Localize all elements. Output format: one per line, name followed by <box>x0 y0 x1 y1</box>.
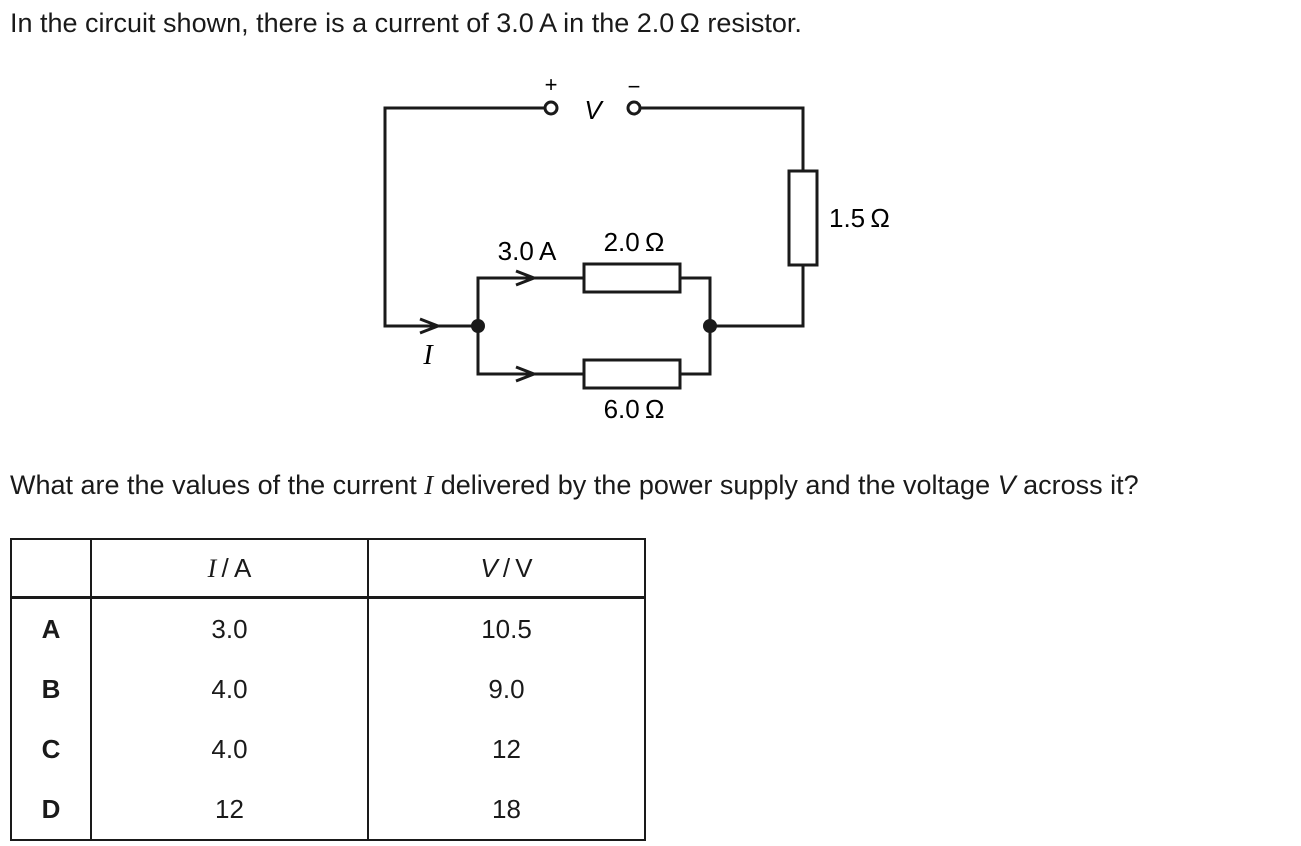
header-voltage: V / V <box>367 538 646 599</box>
option-current-value: 4.0 <box>90 659 369 719</box>
option-letter: D <box>10 779 92 841</box>
arrow-bottom-branch-icon <box>515 365 539 383</box>
resistor-6-ohm-label: 6.0 Ω <box>604 394 665 424</box>
answer-table: I / A V / V A 3.0 10.5 B 4.0 9.0 C 4.0 1… <box>10 538 646 841</box>
option-voltage-value: 18 <box>367 779 646 841</box>
option-voltage-value: 12 <box>367 719 646 779</box>
table-header-row: I / A V / V <box>10 538 646 599</box>
terminal-negative <box>626 100 642 116</box>
resistor-2-ohm-label: 2.0 Ω <box>604 227 665 257</box>
branch-current-label: 3.0 A <box>498 236 557 266</box>
terminal-minus-label: − <box>628 74 641 99</box>
option-letter: C <box>10 719 92 779</box>
terminal-plus-label: + <box>545 72 558 97</box>
option-row-b[interactable]: B 4.0 9.0 <box>10 659 646 719</box>
resistor-1-5-ohm <box>787 169 819 267</box>
question-text: What are the values of the current I del… <box>10 470 1139 500</box>
junction-right <box>703 319 717 333</box>
option-row-a[interactable]: A 3.0 10.5 <box>10 597 646 659</box>
voltage-V-symbol: V <box>997 470 1016 500</box>
resistor-6-ohm <box>582 358 682 390</box>
option-current-value: 12 <box>90 779 369 841</box>
current-I-label: I <box>422 340 434 371</box>
option-row-d[interactable]: D 12 18 <box>10 779 646 841</box>
junction-left <box>471 319 485 333</box>
option-letter: B <box>10 659 92 719</box>
header-current: I / A <box>90 538 369 599</box>
question-stem: In the circuit shown, there is a current… <box>10 8 802 38</box>
resistor-1-5-ohm-label: 1.5 Ω <box>829 203 890 233</box>
resistor-2-ohm <box>582 262 682 294</box>
circuit-diagram: + − V I 3.0 A 2.0 Ω 6.0 Ω 1.5 Ω <box>383 72 890 424</box>
header-blank-cell <box>10 538 92 599</box>
wire-bottom-branch <box>476 326 584 376</box>
arrow-I-icon <box>419 317 443 335</box>
supply-voltage-label: V <box>584 95 604 125</box>
wire-right-loop <box>640 106 805 171</box>
wire-right-lower <box>710 265 805 328</box>
wire-left-loop <box>383 106 545 328</box>
option-row-c[interactable]: C 4.0 12 <box>10 719 646 779</box>
terminal-positive <box>543 100 559 116</box>
current-I-symbol: I <box>424 470 434 500</box>
option-letter: A <box>10 597 92 659</box>
option-voltage-value: 10.5 <box>367 597 646 659</box>
option-voltage-value: 9.0 <box>367 659 646 719</box>
option-current-value: 4.0 <box>90 719 369 779</box>
arrow-top-branch-icon <box>515 269 539 287</box>
option-current-value: 3.0 <box>90 597 369 659</box>
wire-top-branch <box>476 276 584 326</box>
